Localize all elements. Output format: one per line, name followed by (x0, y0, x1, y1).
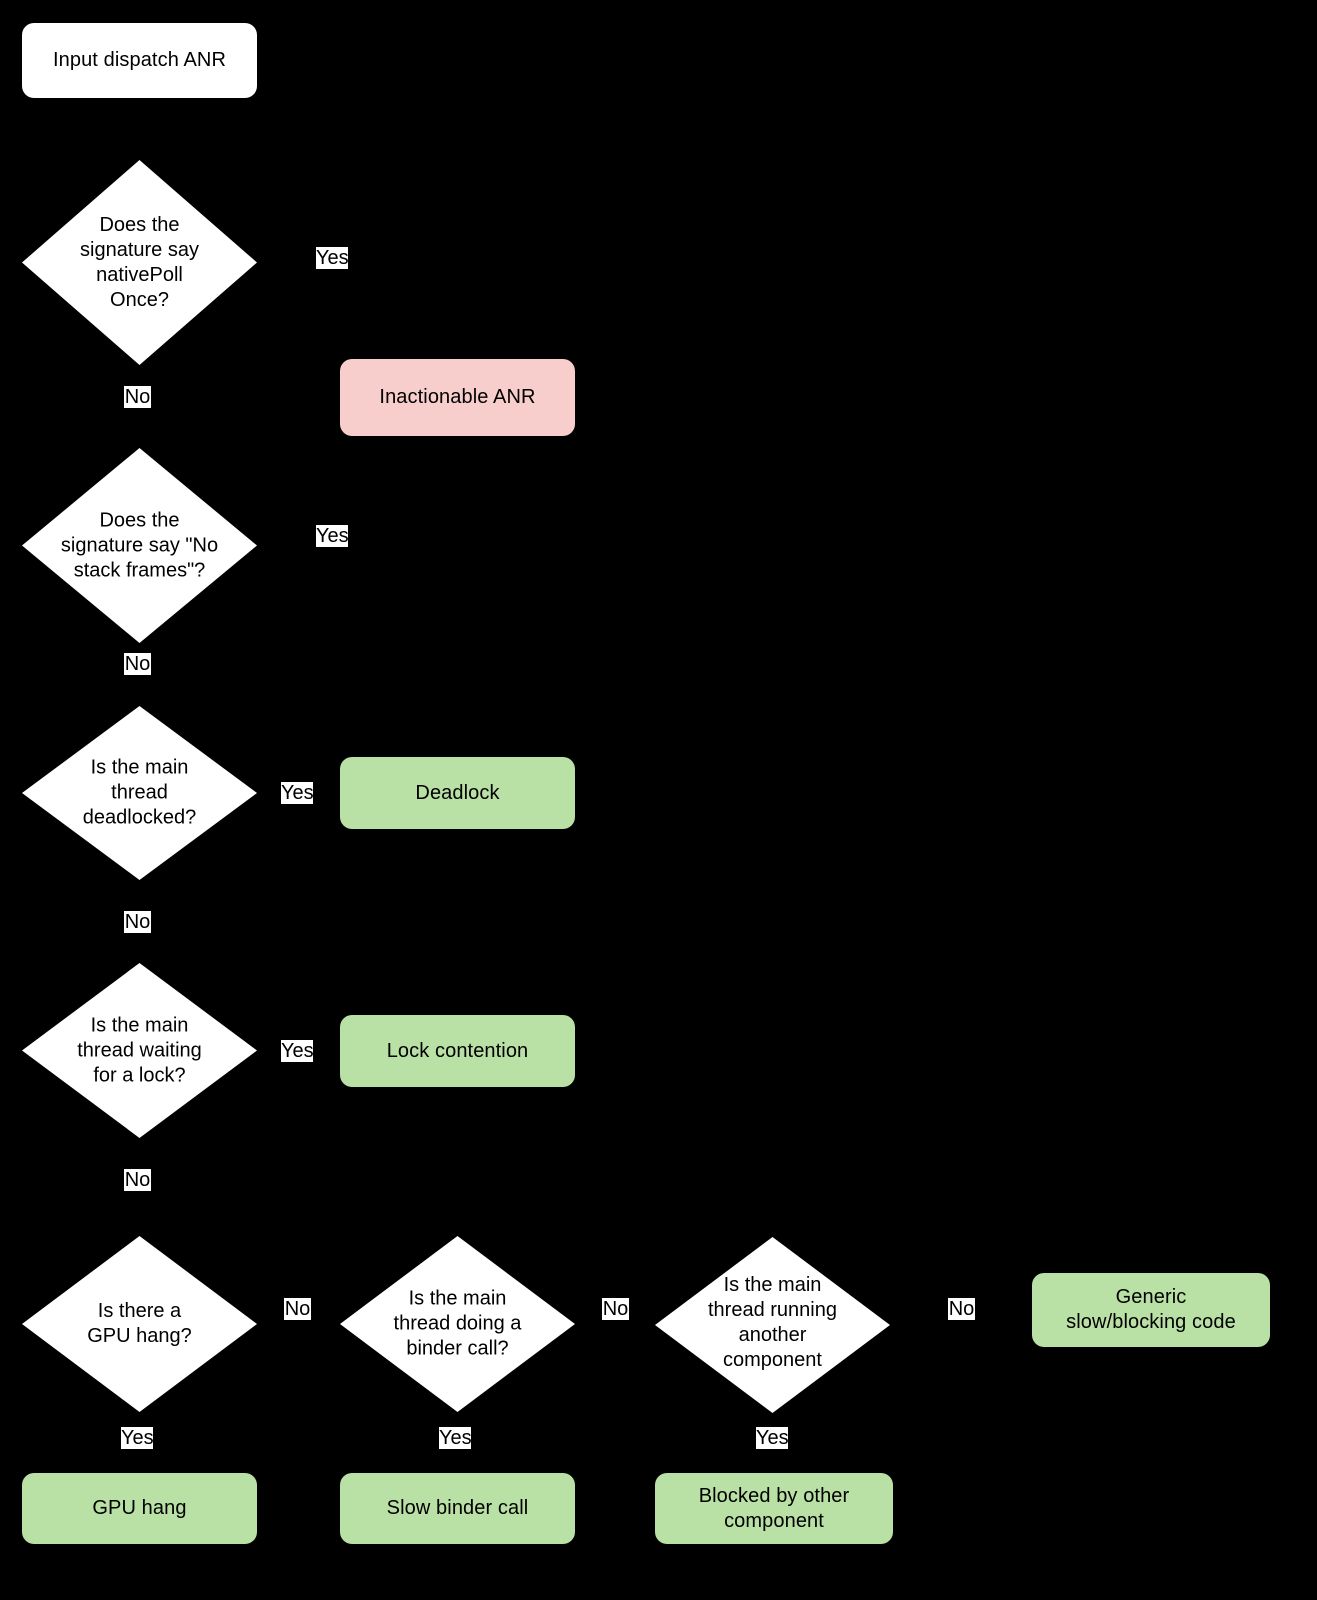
edge-label-text: No (124, 653, 151, 675)
edge-label-text: No (124, 1169, 151, 1191)
node-label: Lock contention (386, 1039, 529, 1062)
edge-label-nostackframes-no: No (124, 653, 151, 675)
edge-label-gpuhang-yes: Yes (121, 1427, 154, 1449)
node-q-gpu-hang[interactable]: Is there a GPU hang? (22, 1236, 257, 1412)
edge-label-waitinglock-no: No (124, 1169, 151, 1191)
node-q-nativepollonce[interactable]: Does the signature say nativePoll Once? (22, 160, 257, 365)
node-q-other-component[interactable]: Is the main thread running another compo… (655, 1237, 890, 1413)
node-inactionable-anr[interactable]: Inactionable ANR (340, 359, 575, 436)
connector-nostackframes-yes-up (456, 436, 458, 539)
node-label: Deadlock (415, 781, 500, 804)
edge-label-othercomponent-no: No (948, 1298, 975, 1320)
node-q-no-stack-frames[interactable]: Does the signature say "No stack frames"… (22, 448, 257, 643)
edge-label-text: Yes (281, 1040, 314, 1062)
diamond-shape (340, 1236, 575, 1412)
edge-label-nativepollonce-yes: Yes (316, 247, 349, 269)
connector-nativepollonce-yes (257, 261, 457, 263)
edge-label-deadlocked-no: No (124, 911, 151, 933)
diamond-shape (22, 963, 257, 1138)
diamond-shape (22, 160, 257, 365)
node-input-dispatch-anr[interactable]: Input dispatch ANR (22, 23, 257, 98)
node-blocked-by-other-component[interactable]: Blocked by other component (655, 1473, 893, 1544)
edge-label-bindercall-no: No (602, 1298, 629, 1320)
edge-label-othercomponent-yes: Yes (756, 1427, 789, 1449)
node-label: Inactionable ANR (379, 386, 536, 408)
connector-nativepollonce-yes-down (456, 261, 458, 359)
diamond-shape (22, 1236, 257, 1412)
edge-label-text: No (284, 1298, 311, 1320)
node-slow-binder-call[interactable]: Slow binder call (340, 1473, 575, 1544)
edge-label-text: Yes (439, 1427, 472, 1449)
edge-label-waitinglock-yes: Yes (281, 1040, 314, 1062)
edge-label-text: No (124, 386, 151, 408)
edge-label-text: Yes (281, 782, 314, 804)
node-label: GPU hang (92, 1497, 187, 1519)
edge-label-text: Yes (121, 1427, 154, 1449)
node-label: Blocked by other component (698, 1484, 850, 1532)
node-label: Generic slow/blocking code (1066, 1286, 1236, 1333)
edge-label-gpuhang-no: No (284, 1298, 311, 1320)
diamond-shape (655, 1237, 890, 1413)
edge-label-nostackframes-yes: Yes (316, 525, 349, 547)
node-label: Slow binder call (386, 1497, 529, 1519)
node-q-binder-call[interactable]: Is the main thread doing a binder call? (340, 1236, 575, 1412)
node-deadlock[interactable]: Deadlock (340, 757, 575, 829)
node-label: Input dispatch ANR (52, 49, 226, 71)
edge-label-nativepollonce-no: No (124, 386, 151, 408)
node-q-waiting-lock[interactable]: Is the main thread waiting for a lock? (22, 963, 257, 1138)
edge-label-deadlocked-yes: Yes (281, 782, 314, 804)
edge-label-text: No (602, 1298, 629, 1320)
edge-label-text: Yes (316, 525, 349, 547)
connector-bindercall-yes (456, 1412, 458, 1497)
node-lock-contention[interactable]: Lock contention (340, 1015, 575, 1087)
diamond-shape (22, 706, 257, 880)
node-gpu-hang[interactable]: GPU hang (22, 1473, 257, 1544)
node-q-deadlocked[interactable]: Is the main thread deadlocked? (22, 706, 257, 880)
edge-label-bindercall-yes: Yes (439, 1427, 472, 1449)
connector-nostackframes-yes (257, 538, 457, 540)
connector-othercomponent-yes (773, 1413, 775, 1497)
node-generic-slow-blocking-code[interactable]: Generic slow/blocking code (1032, 1273, 1270, 1347)
edge-label-text: No (124, 911, 151, 933)
connector-gpuhang-yes (138, 1412, 140, 1497)
edge-label-text: Yes (756, 1427, 789, 1449)
edge-label-text: Yes (316, 247, 349, 269)
connector-start-to-nativepollonce (138, 98, 140, 160)
edge-label-text: No (948, 1298, 975, 1320)
diamond-shape (22, 448, 257, 643)
